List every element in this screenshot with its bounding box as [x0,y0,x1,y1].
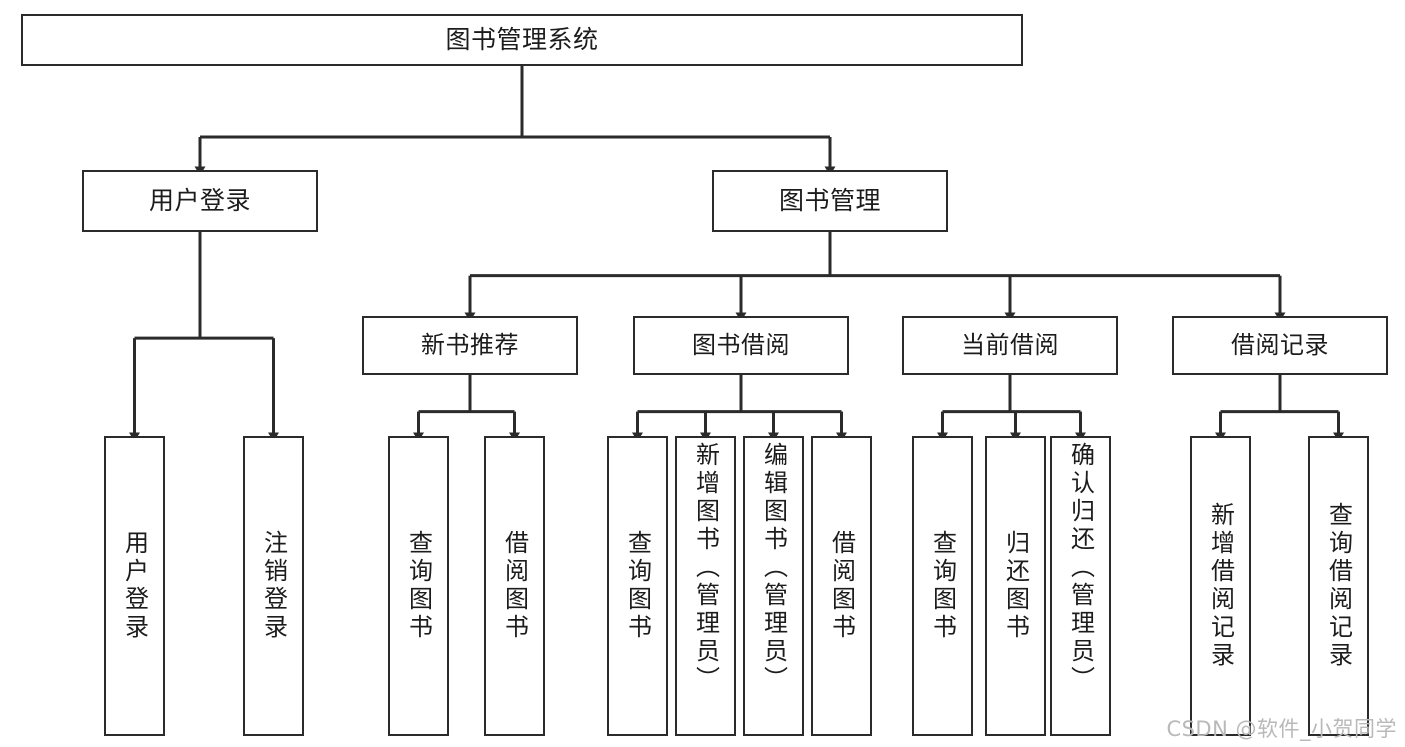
node-label: 图书管理系统 [445,24,599,54]
node-label: 用户登录 [148,185,251,215]
node-leaf-cur-1[interactable]: 查询图书 [912,436,973,736]
node-label: 查询图书 [928,530,957,642]
node-borrow[interactable]: 图书借阅 [633,316,849,375]
node-label: 新增借阅记录 [1206,502,1235,670]
node-leaf-bor-4[interactable]: 借阅图书 [811,436,872,736]
node-label: 查询借阅记录 [1324,502,1353,670]
node-leaf-rec-1[interactable]: 新增借阅记录 [1190,436,1251,736]
node-root[interactable]: 图书管理系统 [21,14,1023,66]
node-leaf-cur-3[interactable]: 确认归还（管理员） [1050,436,1111,736]
node-leaf-new-1[interactable]: 查询图书 [388,436,449,736]
node-label: 借阅记录 [1231,330,1329,359]
node-label: 确认归还（管理员） [1066,442,1095,694]
node-leaf-new-2[interactable]: 借阅图书 [484,436,545,736]
node-label: 查询图书 [404,530,433,642]
node-label: 借阅图书 [827,530,856,642]
node-label: 查询图书 [623,530,652,642]
node-label: 当前借阅 [961,330,1059,359]
node-leaf-cur-2[interactable]: 归还图书 [985,436,1046,736]
node-login[interactable]: 用户登录 [82,170,318,232]
node-label: 新增图书（管理员） [691,442,720,694]
node-label: 图书借阅 [692,330,790,359]
node-newbook[interactable]: 新书推荐 [362,316,578,375]
node-label: 借阅图书 [500,530,529,642]
node-label: 图书管理 [778,185,881,215]
node-leaf-rec-2[interactable]: 查询借阅记录 [1308,436,1369,736]
node-bookmgmt[interactable]: 图书管理 [712,170,948,232]
node-leaf-login-1[interactable]: 用户登录 [104,436,165,736]
node-label: 新书推荐 [421,330,519,359]
node-label: 归还图书 [1001,530,1030,642]
node-label: 用户登录 [120,530,149,642]
node-records[interactable]: 借阅记录 [1172,316,1388,375]
node-leaf-bor-3[interactable]: 编辑图书（管理员） [743,436,804,736]
node-current[interactable]: 当前借阅 [902,316,1118,375]
node-leaf-login-2[interactable]: 注销登录 [243,436,304,736]
watermark-text: CSDN @软件_小贺同学 [1166,717,1397,741]
node-leaf-bor-2[interactable]: 新增图书（管理员） [675,436,736,736]
node-label: 注销登录 [259,530,288,642]
node-label: 编辑图书（管理员） [759,442,788,694]
node-leaf-bor-1[interactable]: 查询图书 [607,436,668,736]
